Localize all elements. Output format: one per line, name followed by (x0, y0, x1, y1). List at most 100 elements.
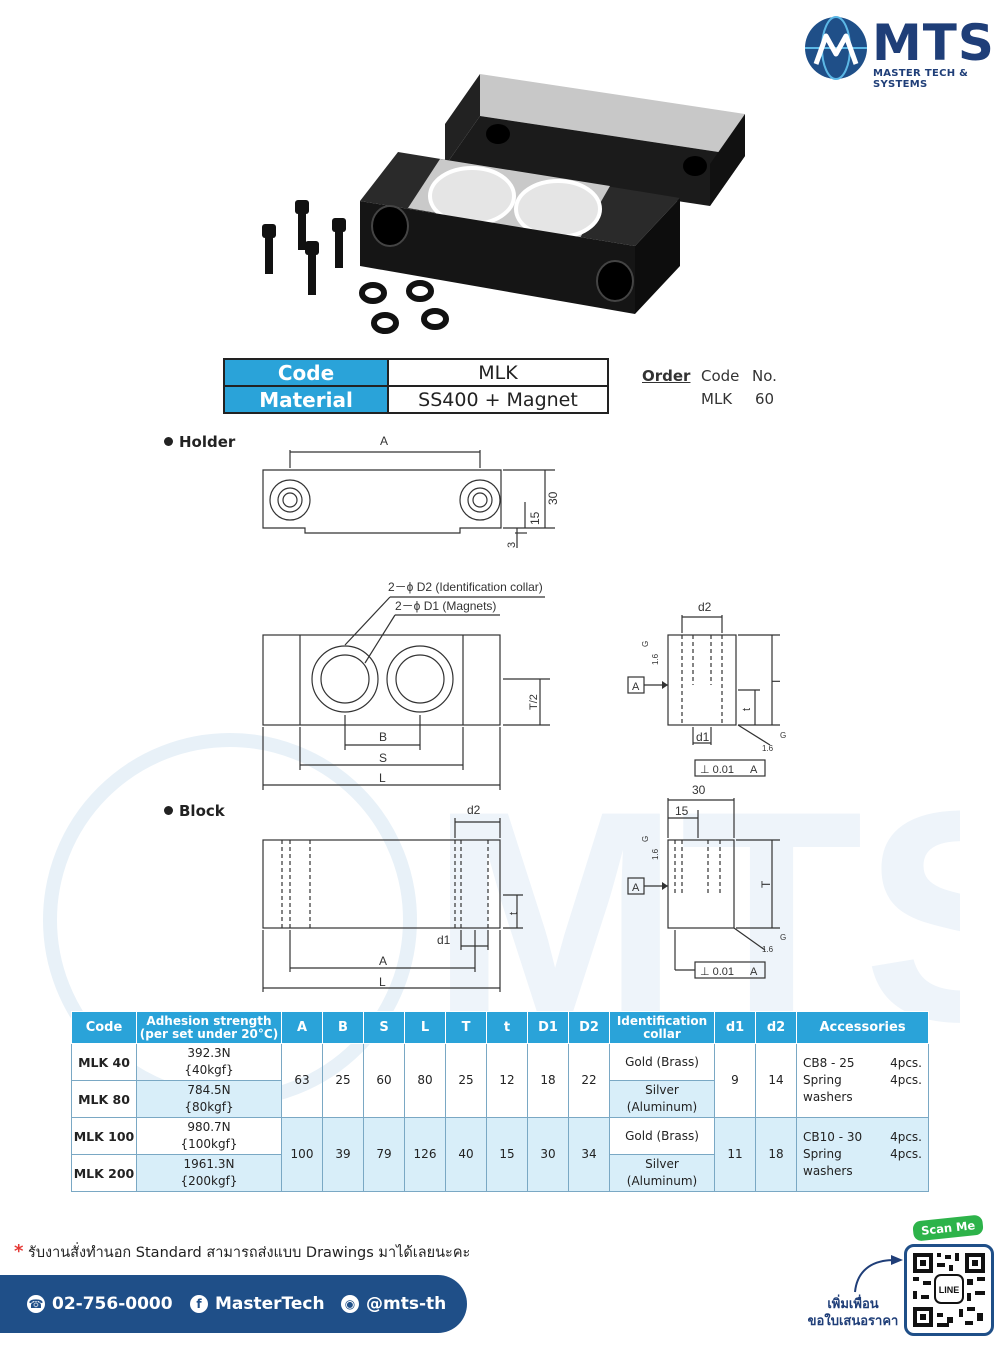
cell-code: MLK 200 (71, 1154, 137, 1192)
cell-strength: 980.7N {100kgf} (136, 1117, 282, 1155)
collar-label: 2－ϕ D2 (Identification collar) (388, 580, 543, 594)
cell-strength: 1961.3N {200kgf} (136, 1154, 282, 1192)
bullet-icon (164, 806, 173, 815)
collar-line2: (Aluminum) (626, 1174, 698, 1188)
note-text: รับงานสั่งทำนอก Standard สามารถส่งแบบ Dr… (28, 1245, 471, 1261)
block-dim-A: A (379, 954, 387, 968)
cell-d1: 11 (714, 1117, 756, 1192)
acc-name: CB10 - 30 (803, 1130, 863, 1144)
holder-top-drawing: A 30 15 3 (262, 434, 560, 548)
strength-n: 392.3N (187, 1046, 231, 1060)
cell-A: 100 (281, 1117, 323, 1192)
holder-title-text: Holder (179, 433, 236, 451)
strength-kgf: {200kgf} (180, 1174, 238, 1188)
add-friend-text: เพิ่มเพื่อน ขอใบเสนอราคา (805, 1296, 901, 1330)
collar-line1: Silver (645, 1157, 679, 1171)
cell-collar: Gold (Brass) (609, 1117, 715, 1155)
cell-T: 25 (445, 1043, 487, 1118)
facebook-name: MasterTech (215, 1294, 325, 1314)
acc-qty: 4pcs. (890, 1130, 922, 1144)
acc-qty: 4pcs. (890, 1056, 922, 1070)
bullet-icon (164, 437, 173, 446)
cell-A: 63 (281, 1043, 323, 1118)
strength-n: 1961.3N (183, 1157, 235, 1171)
block-side-tolerance: ⊥ 0.01 (700, 966, 734, 978)
cell-collar: Silver (Aluminum) (609, 1154, 715, 1192)
add-friend-line2: ขอใบเสนอราคา (807, 1314, 899, 1329)
side-dim-t: t (741, 708, 753, 711)
note-star: * (14, 1241, 24, 1262)
block-title: Block (164, 802, 225, 820)
contact-footer-bar (0, 1275, 467, 1333)
cell-D1: 30 (527, 1117, 569, 1192)
phone-contact[interactable]: ☎ 02-756-0000 (27, 1294, 173, 1314)
spec-data-table: Code Adhesion strength (per set under 20… (71, 1011, 929, 1192)
add-friend-line1: เพิ่มเพื่อน (827, 1297, 879, 1312)
side-datum-A: A (632, 681, 640, 693)
qr-code-icon: LINE (913, 1253, 985, 1327)
product-image (262, 74, 745, 334)
block-title-text: Block (179, 802, 225, 820)
th-L: L (404, 1011, 446, 1044)
qr-label: LINE (939, 1285, 960, 1295)
collar-line2: (Aluminum) (626, 1100, 698, 1114)
th-D1: D1 (527, 1011, 569, 1044)
side-roughness-1: 1.6 (651, 653, 660, 665)
phone-number: 02-756-0000 (52, 1294, 173, 1314)
cell-D1: 18 (527, 1043, 569, 1118)
acc-qty: 4pcs. (890, 1073, 922, 1087)
table-header-row: Code Adhesion strength (per set under 20… (71, 1011, 929, 1044)
code-value: MLK (387, 358, 609, 387)
th-A: A (281, 1011, 323, 1044)
block-side-roughness-g2: G (780, 933, 786, 942)
block-dim-t: t (508, 912, 520, 915)
side-roughness-2: 1.6 (762, 744, 774, 753)
order-val-code: MLK (701, 390, 733, 408)
cell-collar: Gold (Brass) (609, 1043, 715, 1081)
collar-line1: Silver (645, 1083, 679, 1097)
block-side-roughness-g1: G (641, 836, 650, 842)
strength-kgf: {100kgf} (180, 1137, 238, 1151)
th-B: B (322, 1011, 364, 1044)
side-tolerance-datum: A (750, 764, 758, 776)
th-t: t (486, 1011, 528, 1044)
cell-collar: Silver (Aluminum) (609, 1080, 715, 1118)
cell-D2: 34 (568, 1117, 610, 1192)
dim-L: L (379, 771, 386, 785)
block-dim-d1: d1 (437, 933, 451, 947)
code-label: Code (223, 358, 389, 387)
block-side-roughness-2: 1.6 (762, 945, 774, 954)
order-title: Order (642, 367, 691, 385)
table-row: MLK 200 1961.3N {200kgf} Silver (Aluminum) (71, 1154, 929, 1192)
cell-L: 80 (404, 1043, 446, 1118)
material-label: Material (223, 385, 389, 414)
line-contact[interactable]: ◉@mts-th (341, 1294, 446, 1314)
strength-n: 784.5N (187, 1083, 231, 1097)
acc-qty: 4pcs. (890, 1147, 922, 1161)
cell-strength: 784.5N{80kgf} (136, 1080, 282, 1118)
cell-S: 79 (363, 1117, 405, 1192)
acc-name: Spring washers (803, 1147, 853, 1178)
holder-dim-30: 30 (546, 491, 560, 505)
strength-n: 980.7N (187, 1120, 231, 1134)
cell-strength: 392.3N{40kgf} (136, 1043, 282, 1081)
block-side-dim-T: T (759, 880, 773, 888)
acc-name: CB8 - 25 (803, 1056, 855, 1070)
scan-me-badge: Scan Me (912, 1214, 985, 1242)
block-dim-L: L (379, 975, 386, 989)
block-side-drawing: 30 15 T A ⊥ 0.01 A 1.6 G 1.6 G (627, 783, 786, 979)
cell-code: MLK 40 (71, 1043, 137, 1081)
line-qr-code[interactable]: LINE (904, 1244, 994, 1336)
cell-S: 60 (363, 1043, 405, 1118)
side-tolerance: ⊥ 0.01 (700, 764, 734, 776)
custom-order-note: * รับงานสั่งทำนอก Standard สามารถส่งแบบ … (14, 1241, 470, 1264)
block-side-dim-15: 15 (675, 804, 689, 818)
side-dim-T: T (769, 677, 783, 685)
block-side-datum-A: A (632, 882, 640, 894)
phone-icon: ☎ (27, 1295, 45, 1313)
cell-t: 15 (486, 1117, 528, 1192)
th-code: Code (71, 1011, 137, 1044)
holder-front-drawing: 2－ϕ D2 (Identification collar) 2－ϕ D1 (M… (262, 580, 550, 790)
